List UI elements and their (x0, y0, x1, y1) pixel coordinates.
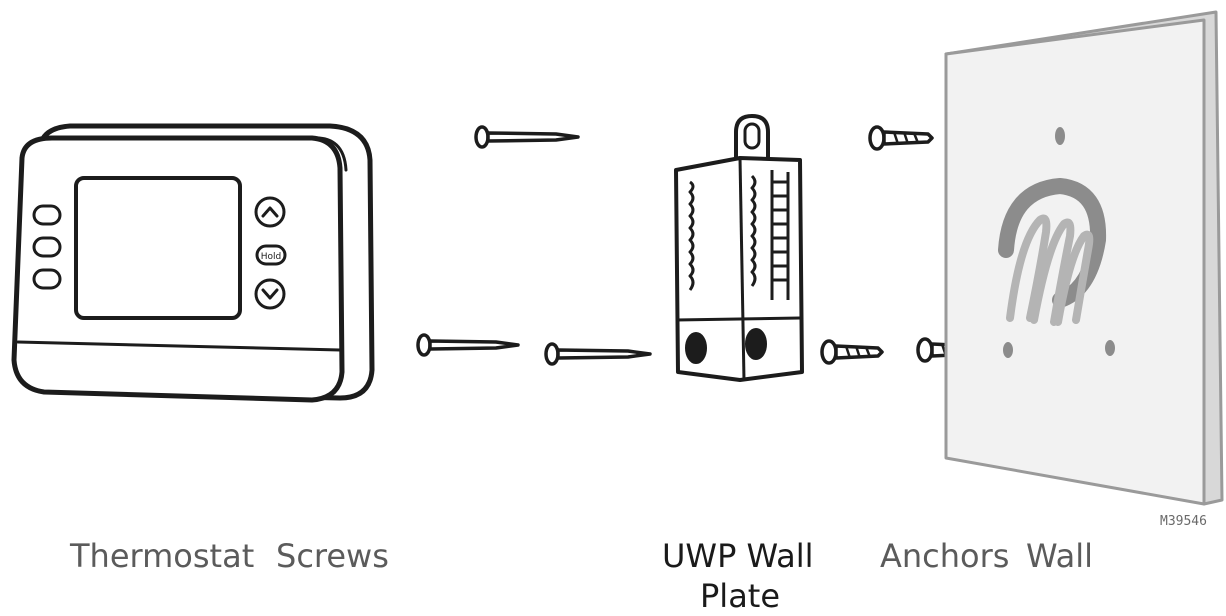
thermostat (11, 123, 375, 403)
chevron-up-icon (254, 196, 286, 228)
screw-top (474, 125, 580, 149)
wall-wire-opening (998, 178, 1107, 326)
uwp-wall-plate (674, 114, 804, 382)
label-uwp-plate: Plate (700, 577, 781, 615)
hold-button-label: Hold (261, 252, 282, 262)
wall-hole-left (1003, 342, 1013, 358)
label-screws: Screws (276, 537, 389, 575)
thermostat-left-button-3 (32, 268, 62, 290)
anchor-top (868, 125, 934, 151)
label-anchors: Anchors (880, 537, 1010, 575)
wall (944, 10, 1224, 506)
screw-bottom-right (544, 342, 652, 366)
wall-hole-top (1055, 127, 1065, 145)
thermostat-screen (74, 176, 242, 320)
thermostat-left-button-2 (32, 236, 62, 258)
label-uwp-wall: UWP Wall (662, 537, 814, 575)
anchor-bottom-left (820, 339, 884, 365)
chevron-down-icon (254, 278, 286, 310)
wall-hole-right (1105, 340, 1115, 356)
thermostat-left-button-1 (32, 204, 62, 226)
screws (416, 125, 652, 366)
figure-code: M39546 (1160, 514, 1207, 529)
wall-plate-hole-left (685, 332, 707, 364)
wall-plate-hole-right (745, 328, 767, 360)
label-thermostat: Thermostat (70, 537, 255, 575)
screw-bottom-left (416, 333, 520, 357)
thermostat-bottom-bezel (16, 340, 342, 352)
hold-button (255, 244, 287, 266)
label-wall: Wall (1026, 537, 1093, 575)
